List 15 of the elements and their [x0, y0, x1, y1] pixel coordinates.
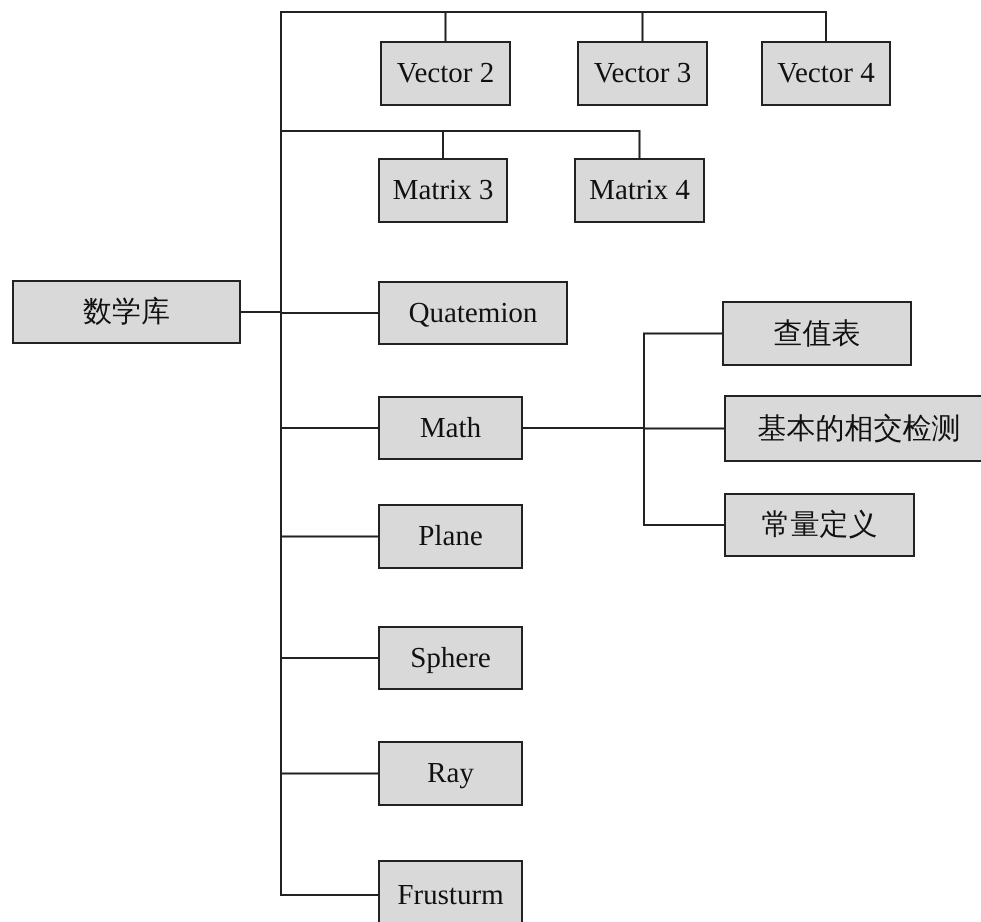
module-box: Sphere — [378, 626, 523, 690]
module-box: Vector 3 — [577, 41, 708, 106]
module-box: Matrix 4 — [574, 158, 705, 223]
module-box: Math — [378, 396, 523, 460]
module-box: Matrix 3 — [378, 158, 508, 223]
module-box: 基本的相交检测 — [724, 395, 981, 462]
module-box: 常量定义 — [724, 493, 915, 557]
module-box: Plane — [378, 504, 523, 569]
module-box: Ray — [378, 741, 523, 806]
module-box: Vector 2 — [380, 41, 511, 106]
module-box: 查值表 — [722, 301, 912, 366]
module-box: Vector 4 — [761, 41, 891, 106]
module-box: Quatemion — [378, 281, 568, 345]
module-box: Frusturm — [378, 860, 523, 922]
module-box: 数学库 — [12, 280, 241, 344]
